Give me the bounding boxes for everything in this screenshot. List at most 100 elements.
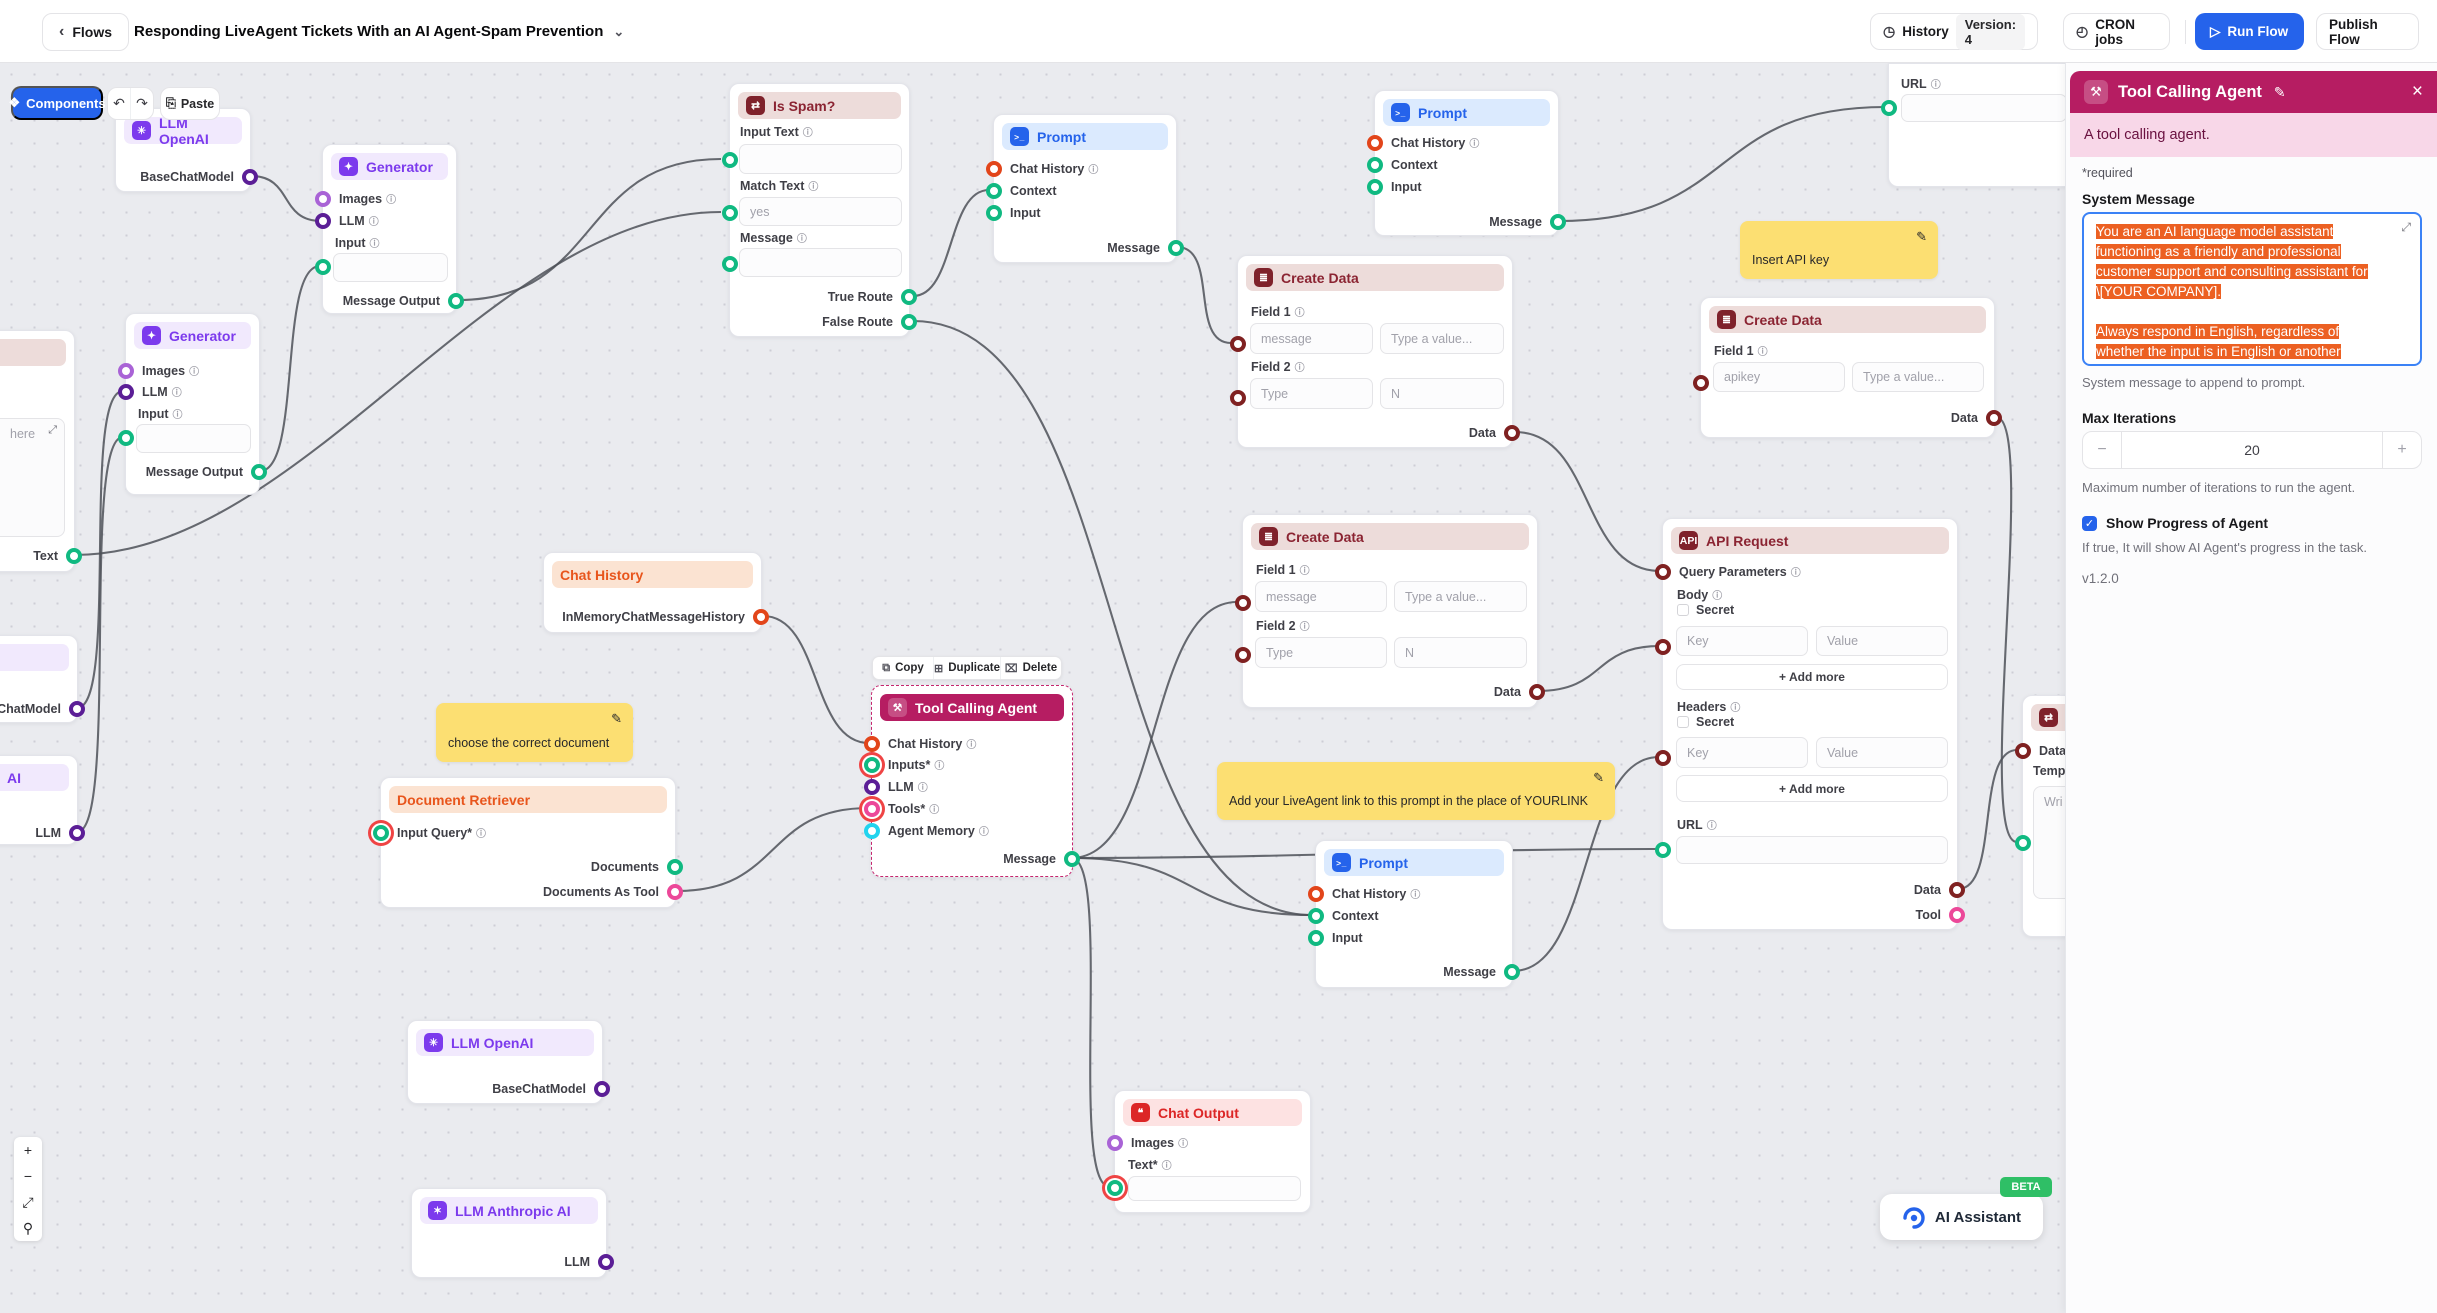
llm-openai-1-header[interactable]: ✳LLM OpenAI [124, 115, 242, 147]
tool-calling-agent-port-inputs-[interactable] [864, 757, 880, 773]
create-data-1-header[interactable]: ≣Create Data [1246, 264, 1504, 291]
is-spam-port-false-route[interactable] [901, 314, 917, 330]
prompt-2-port-chat-history[interactable] [1367, 135, 1383, 151]
create-data-1-port-data[interactable] [1504, 425, 1520, 441]
pencil-icon[interactable]: ✎ [611, 711, 622, 726]
lock-button[interactable]: ⚲ [22, 1219, 34, 1236]
pencil-icon[interactable]: ✎ [1916, 229, 1927, 244]
is-spam-input-1[interactable] [739, 144, 902, 174]
llm-anthropic-port-llm[interactable] [598, 1254, 614, 1270]
max-iterations-value[interactable]: 20 [2121, 432, 2383, 468]
tool-calling-agent-header[interactable]: ⚒Tool Calling Agent [880, 694, 1064, 721]
api-request-port-1[interactable] [1655, 639, 1671, 655]
cut-node-url-port-0[interactable] [1881, 100, 1897, 116]
generator-2-port-message-output[interactable] [251, 464, 267, 480]
show-progress-checkbox[interactable]: ✓ [2082, 515, 2097, 531]
api-request-secret-checkbox[interactable] [1677, 604, 1689, 616]
is-spam-input-3[interactable]: yes [739, 197, 902, 226]
sticky-note-1[interactable]: ✎ choose the correct document [436, 703, 633, 762]
document-retriever-port-documents[interactable] [667, 859, 683, 875]
is-spam-input-5[interactable] [739, 248, 902, 277]
api-request-port-data[interactable] [1949, 882, 1965, 898]
cron-jobs-button[interactable]: ◴ CRON jobs [2063, 13, 2170, 50]
is-spam-header[interactable]: ⇄Is Spam? [738, 92, 901, 119]
llm-openai-2-port-basechatmodel[interactable] [594, 1081, 610, 1097]
prompt-1-port-chat-history[interactable] [986, 161, 1002, 177]
generator-1-port-llm[interactable] [315, 213, 331, 229]
create-data-3-input-4[interactable]: Type [1255, 637, 1387, 668]
generator-1-header[interactable]: ✦Generator [331, 153, 448, 180]
cut-node-parser-port-1[interactable] [2015, 835, 2031, 851]
prompt-2-port-context[interactable] [1367, 157, 1383, 173]
create-data-3-header[interactable]: ≣Create Data [1251, 523, 1529, 550]
api-request-port-3[interactable] [1655, 842, 1671, 858]
generator-2-header[interactable]: ✦Generator [134, 322, 251, 349]
generator-2-port-2[interactable] [118, 430, 134, 446]
expand-icon[interactable]: ⤢ [2401, 220, 2411, 234]
create-data-3-port-data[interactable] [1529, 684, 1545, 700]
generator-2-input-1[interactable] [136, 424, 251, 453]
chat-history-header[interactable]: Chat History [552, 561, 753, 588]
ai-assistant-button[interactable]: AI Assistant [1880, 1194, 2043, 1240]
create-data-1-input-4[interactable]: Type [1250, 378, 1373, 409]
sticky-note-0[interactable]: ✎ Insert API key [1740, 221, 1938, 279]
run-flow-button[interactable]: ▷ Run Flow [2195, 13, 2304, 50]
zoom-in-button[interactable]: + [23, 1142, 33, 1158]
prompt-2-port-message[interactable] [1550, 214, 1566, 230]
generator-1-port-images[interactable] [315, 191, 331, 207]
create-data-1-input-2[interactable]: Type a value... [1380, 323, 1504, 354]
tool-calling-agent-port-llm[interactable] [864, 779, 880, 795]
chat-output-input-1[interactable] [1128, 1176, 1301, 1201]
prompt-3-port-context[interactable] [1308, 908, 1324, 924]
chat-output-port-images[interactable] [1107, 1135, 1123, 1151]
llm-openai-1-port-basechatmodel[interactable] [242, 169, 258, 185]
pencil-icon[interactable]: ✎ [1593, 770, 1604, 785]
cut-node-llm-c-header[interactable]: AI [0, 764, 69, 791]
redo-button[interactable]: ↷ [130, 88, 153, 119]
chat-history-port-inmemorychatmessagehistory[interactable] [753, 609, 769, 625]
tool-calling-agent-port-tools-[interactable] [864, 801, 880, 817]
create-data-1-port-0[interactable] [1230, 336, 1246, 352]
create-data-1-input-1[interactable]: message [1250, 323, 1373, 354]
create-data-3-input-1[interactable]: message [1255, 581, 1387, 612]
document-retriever-header[interactable]: Document Retriever [389, 786, 667, 813]
generator-1-input-1[interactable] [333, 253, 448, 282]
node-cut-node-text[interactable]: here⤢Text [0, 330, 82, 572]
prompt-1-port-context[interactable] [986, 183, 1002, 199]
generator-2-port-llm[interactable] [118, 384, 134, 400]
generator-1-port-2[interactable] [315, 259, 331, 275]
chat-output-port-1[interactable] [1107, 1180, 1123, 1196]
api-request-input-2[interactable]: Key [1676, 626, 1808, 656]
decrement-button[interactable]: − [2097, 441, 2107, 458]
is-spam-port-0[interactable] [722, 152, 738, 168]
edit-pencil-icon[interactable]: ✎ [2273, 83, 2286, 100]
cut-node-llm-b-port-basechatmodel[interactable] [69, 701, 85, 717]
fit-view-button[interactable]: ⤢ [22, 1193, 34, 1210]
prompt-2-port-input[interactable] [1367, 179, 1383, 195]
cut-node-llm-c-port-llm[interactable] [69, 825, 85, 841]
api-request-input-7[interactable]: Key [1676, 737, 1808, 768]
create-data-3-port-0[interactable] [1235, 595, 1251, 611]
cut-node-llm-b-header[interactable] [0, 644, 69, 671]
history-button[interactable]: ◷ History Version: 4 [1870, 13, 2038, 50]
prompt-1-port-message[interactable] [1168, 240, 1184, 256]
zoom-out-button[interactable]: − [23, 1168, 33, 1184]
tool-calling-agent-port-chat-history[interactable] [864, 736, 880, 752]
paste-button[interactable]: ⎘ Paste [160, 87, 220, 120]
chat-output-header[interactable]: ❝Chat Output [1123, 1099, 1302, 1126]
create-data-2-port-data[interactable] [1986, 410, 2002, 426]
publish-flow-button[interactable]: Publish Flow [2316, 13, 2419, 50]
duplicate-button[interactable]: ⊞Duplicate [933, 657, 1000, 679]
